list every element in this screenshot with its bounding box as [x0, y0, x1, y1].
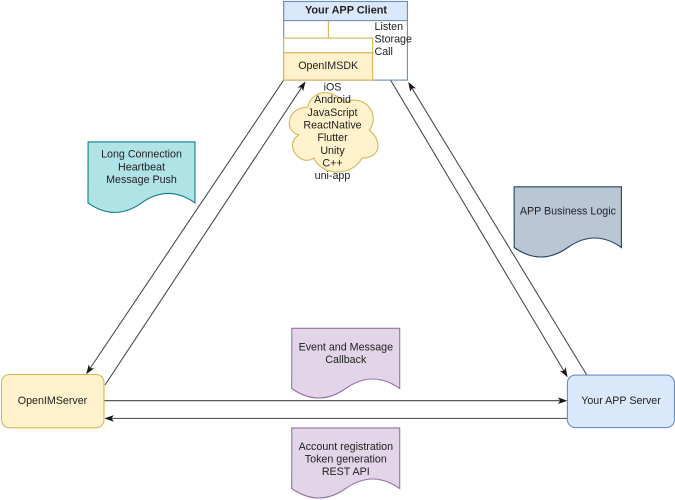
svg-text:Android: Android — [314, 94, 351, 106]
svg-text:Token generation: Token generation — [305, 454, 387, 466]
svg-text:Heartbeat: Heartbeat — [118, 161, 165, 173]
svg-text:Message Push: Message Push — [106, 174, 177, 186]
svg-text:Callback: Callback — [325, 354, 367, 366]
svg-text:Call: Call — [375, 46, 393, 58]
svg-text:Flutter: Flutter — [317, 132, 348, 144]
svg-text:Listen: Listen — [375, 21, 404, 33]
svg-text:JavaScript: JavaScript — [308, 107, 358, 119]
svg-text:Your APP Client: Your APP Client — [305, 5, 387, 17]
svg-text:iOS: iOS — [324, 81, 342, 93]
svg-text:Long Connection: Long Connection — [101, 149, 182, 161]
svg-text:OpenIMSDK: OpenIMSDK — [298, 60, 359, 72]
svg-text:REST API: REST API — [322, 466, 370, 478]
svg-text:OpenIMServer: OpenIMServer — [18, 395, 88, 407]
svg-text:APP Business Logic: APP Business Logic — [520, 205, 617, 217]
svg-text:uni-app: uni-app — [315, 170, 351, 182]
svg-text:Account registration: Account registration — [299, 441, 394, 453]
svg-text:Event and Message: Event and Message — [299, 341, 394, 353]
svg-text:Unity: Unity — [320, 145, 345, 157]
svg-text:C++: C++ — [322, 158, 342, 170]
svg-text:ReactNative: ReactNative — [303, 119, 361, 131]
svg-text:Storage: Storage — [375, 33, 412, 45]
svg-text:Your APP Server: Your APP Server — [581, 395, 661, 407]
